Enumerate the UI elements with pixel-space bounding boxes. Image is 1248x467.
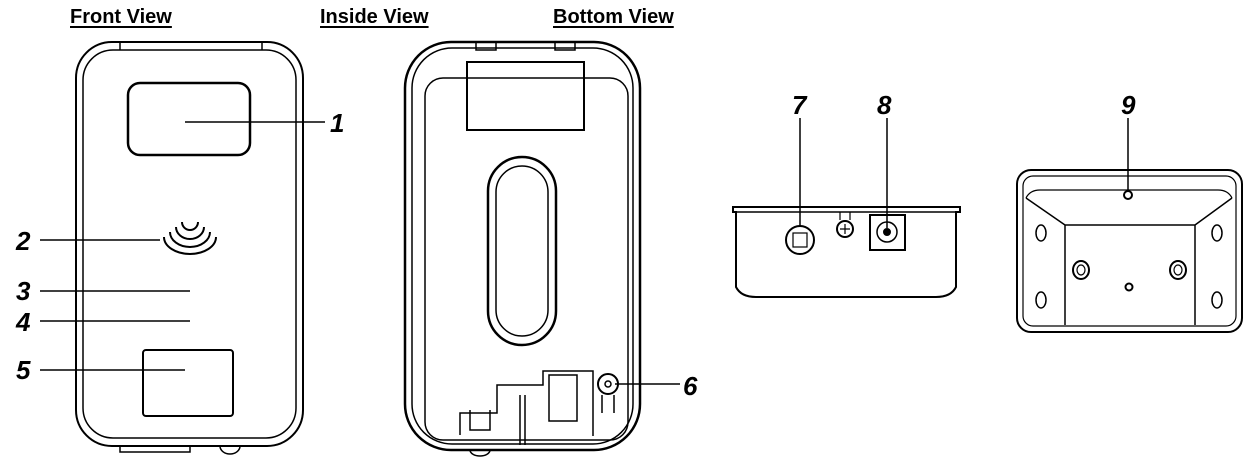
front-view-device [40, 41, 325, 455]
button-panel [142, 349, 234, 417]
heading-inside-view: Inside View [320, 6, 429, 28]
callout-2: 2 [16, 226, 31, 256]
heading-front-view: Front View [70, 6, 172, 28]
callout-4: 4 [16, 307, 31, 337]
callout-1: 1 [330, 108, 345, 138]
sound-icon [163, 221, 217, 255]
heading-bottom-view: Bottom View [553, 6, 674, 28]
callout-3: 3 [16, 276, 31, 306]
callout-5: 5 [16, 355, 31, 385]
callout-9: 9 [1121, 90, 1136, 120]
inside-view-device [403, 40, 680, 457]
bottom-view-device [732, 118, 961, 298]
callout-6: 6 [683, 371, 698, 401]
screw-icon [836, 220, 854, 238]
callout-7: 7 [792, 90, 807, 120]
sensor-window [126, 81, 252, 157]
connector-icon [785, 225, 815, 255]
callout-8: 8 [877, 90, 892, 120]
mounting-bracket [1016, 118, 1243, 333]
